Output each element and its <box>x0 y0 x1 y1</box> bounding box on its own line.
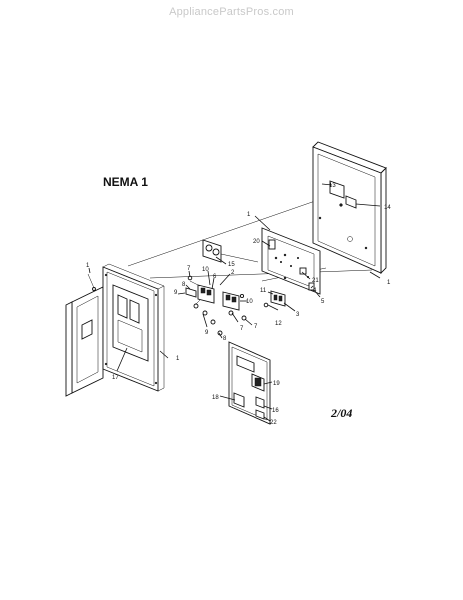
leader-lines <box>88 183 381 422</box>
alignment-line <box>127 199 319 267</box>
callout-label: 7 <box>187 266 191 272</box>
screw <box>274 256 278 260</box>
callout-label: 9 <box>205 330 209 336</box>
callout-label: 7 <box>240 326 244 332</box>
callout-label: 8 <box>223 336 227 342</box>
callout-label: 2 <box>231 270 235 276</box>
breaker-cluster-left <box>185 275 223 336</box>
receptacle <box>202 239 259 263</box>
callout-label: 5 <box>321 299 325 305</box>
callout-label: 1 <box>86 263 90 269</box>
label-panel <box>228 341 271 425</box>
breaker-cluster-right <box>222 291 247 321</box>
callout-label: 17 <box>112 375 119 381</box>
screw <box>283 253 287 257</box>
revision-date: 2/04 <box>330 406 352 420</box>
panel-door <box>65 273 104 397</box>
callout-label: 15 <box>228 262 235 268</box>
callout-label: 9 <box>174 290 178 296</box>
callout-label: 19 <box>273 381 280 387</box>
callout-label: 6 <box>213 274 217 280</box>
callout-label: 1 <box>247 212 251 218</box>
callout-label: 14 <box>384 205 391 211</box>
callout-label: 10 <box>246 299 253 305</box>
mounting-plate <box>261 227 321 295</box>
callout-label: 21 <box>312 278 319 284</box>
callout-label: 1 <box>387 280 391 286</box>
callout-label: 1 <box>176 356 180 362</box>
callout-labels: 1 13 14 1 20 15 21 4 5 10 6 2 7 8 9 10 1… <box>86 183 391 426</box>
callout-label: 20 <box>253 239 260 245</box>
diagram-title: NEMA 1 <box>103 175 148 189</box>
callout-label: 13 <box>329 183 336 189</box>
switch-part <box>263 290 286 308</box>
callout-label: 11 <box>260 288 267 294</box>
panel-frame <box>102 263 165 392</box>
enclosure-box <box>312 141 387 275</box>
callout-label: 10 <box>202 267 209 273</box>
alignment-line <box>149 269 373 279</box>
callout-label: 7 <box>254 324 258 330</box>
watermark: AppliancePartsPros.com <box>169 6 294 18</box>
callout-label: 4 <box>313 288 317 294</box>
callout-label: 3 <box>296 312 300 318</box>
callout-label: 16 <box>272 408 279 414</box>
callout-label: 22 <box>270 420 277 426</box>
callout-label: 12 <box>275 321 282 327</box>
callout-label: 18 <box>212 395 219 401</box>
callout-label: 8 <box>182 282 186 288</box>
